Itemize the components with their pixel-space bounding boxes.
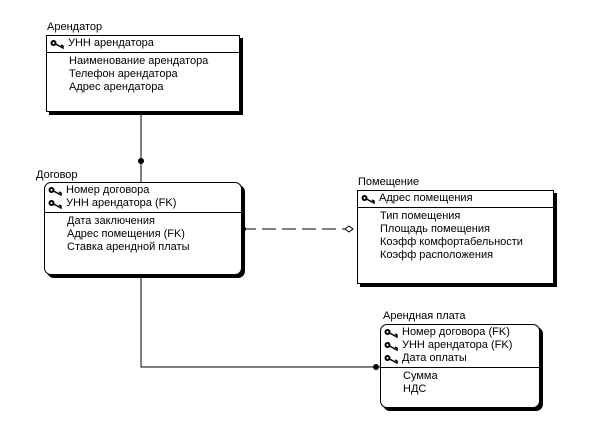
key-row: Адрес помещения: [361, 192, 550, 205]
attribute-row: Тип помещения: [380, 210, 461, 222]
key-icon: [50, 39, 64, 49]
entity-tenant[interactable]: УНН арендатора Наименование арендатора Т…: [46, 35, 240, 112]
entity-premises[interactable]: Адрес помещения Тип помещения Площадь по…: [357, 190, 554, 284]
entity-contract-keys: Номер договора УНН арендатора (FK): [45, 183, 241, 213]
attribute-row: Телефон арендатора: [69, 68, 178, 80]
entity-premises-attributes: Тип помещения Площадь помещения Коэфф ко…: [358, 208, 553, 264]
key-icon: [384, 354, 398, 364]
entity-tenant-keys: УНН арендатора: [47, 36, 239, 53]
attribute-row: Наименование арендатора: [69, 55, 209, 67]
entity-title-premises: Помещение: [358, 176, 420, 188]
key-row: УНН арендатора: [50, 37, 236, 50]
key-label: УНН арендатора: [68, 37, 154, 49]
key-row: УНН арендатора (FK): [384, 339, 536, 352]
key-row: УНН арендатора (FK): [48, 197, 238, 210]
key-label: УНН арендатора (FK): [66, 197, 177, 209]
attribute-row: Ставка арендной платы: [67, 241, 190, 253]
entity-rent-keys: Номер договора (FK) УНН арендатора (FK) …: [381, 325, 539, 368]
key-icon: [384, 341, 398, 351]
entity-premises-keys: Адрес помещения: [358, 191, 553, 208]
attribute-row: Площадь помещения: [380, 223, 490, 235]
rel-contract-rent-dot: [373, 364, 379, 370]
rel-premises-contract-diamond: [344, 225, 354, 233]
key-label: Номер договора: [66, 184, 150, 196]
entity-title-tenant: Арендатор: [47, 21, 103, 33]
key-label: Номер договора (FK): [402, 326, 510, 338]
attribute-row: Адрес арендатора: [69, 81, 164, 93]
entity-tenant-attributes: Наименование арендатора Телефон арендато…: [47, 53, 239, 96]
key-label: УНН арендатора (FK): [402, 339, 513, 351]
attribute-row: Сумма: [403, 370, 438, 382]
rel-tenant-contract-dot: [138, 158, 144, 164]
attribute-row: НДС: [403, 383, 427, 395]
attribute-row: Адрес помещения (FK): [67, 228, 185, 240]
entity-rent-attributes: Сумма НДС: [381, 368, 539, 398]
entity-contract[interactable]: Номер договора УНН арендатора (FK) Дата …: [44, 182, 242, 275]
entity-title-rent: Арендная плата: [383, 310, 466, 322]
attribute-row: Дата заключения: [67, 215, 155, 227]
key-label: Дата оплаты: [402, 352, 467, 364]
key-icon: [361, 194, 375, 204]
key-icon: [48, 199, 62, 209]
entity-contract-attributes: Дата заключения Адрес помещения (FK) Ста…: [45, 213, 241, 256]
key-row: Дата оплаты: [384, 352, 536, 365]
key-icon: [384, 328, 398, 338]
key-row: Номер договора (FK): [384, 326, 536, 339]
attribute-row: Коэфф комфортабельности: [380, 236, 523, 248]
attribute-row: Коэфф расположения: [380, 249, 494, 261]
rel-contract-rent: [140, 275, 380, 368]
key-row: Номер договора: [48, 184, 238, 197]
key-icon: [48, 186, 62, 196]
entity-rent[interactable]: Номер договора (FK) УНН арендатора (FK) …: [380, 324, 540, 408]
key-label: Адрес помещения: [379, 192, 473, 204]
entity-title-contract: Договор: [36, 169, 78, 181]
